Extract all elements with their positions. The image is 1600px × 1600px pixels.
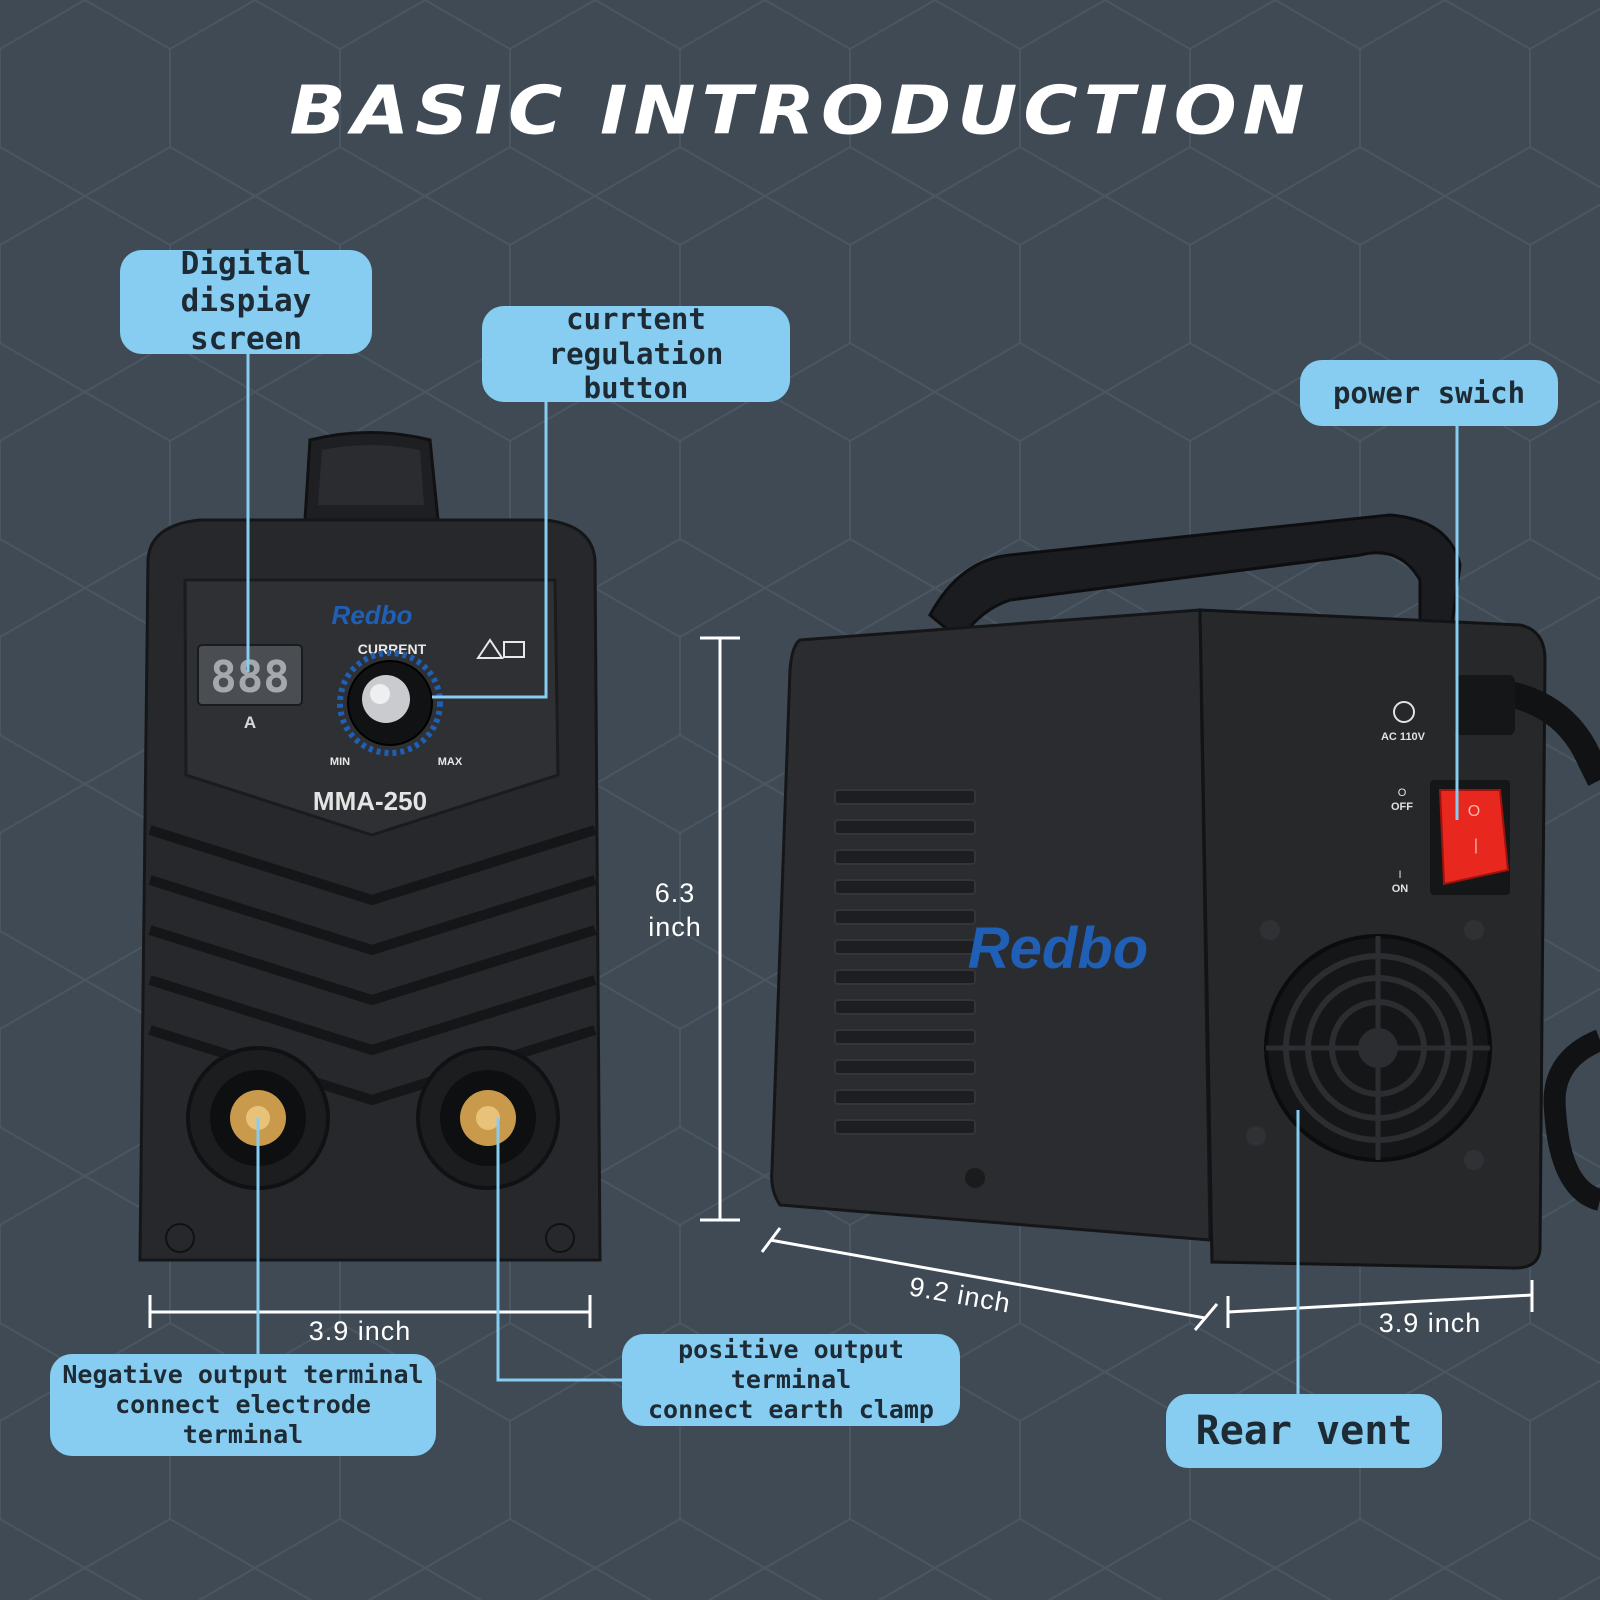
- digital-display-callout: Digital dispiay screen: [120, 246, 372, 357]
- dimension-lines: [148, 636, 1534, 1331]
- rear-vent-callout: Rear vent: [1166, 1394, 1442, 1468]
- max-label: MAX: [438, 756, 463, 768]
- positive-terminal-callout: positive output terminal connect earth c…: [622, 1334, 960, 1426]
- negative-terminal-callout: Negative output terminal connect electro…: [50, 1354, 436, 1456]
- display-digits: 888: [210, 652, 289, 703]
- on-symbol: I: [1398, 869, 1401, 881]
- power-switch-callout: power swich: [1300, 360, 1558, 426]
- callout-leaders: [246, 352, 1459, 1394]
- rear-vent-fan: [1246, 920, 1492, 1170]
- rear-vent-callout-line1: Rear vent: [1195, 1408, 1413, 1454]
- off-label: OFF: [1391, 801, 1413, 813]
- page-title: BASIC INTRODUCTION: [289, 72, 1311, 150]
- front-width-dimension-label: 3.9 inch: [308, 1316, 412, 1346]
- brand-logo-side: Redbo: [968, 916, 1148, 981]
- current-label: CURRENT: [358, 641, 427, 657]
- digital-display-screen: [197, 644, 303, 706]
- height-dimension-unit: inch: [648, 912, 702, 942]
- brand-logo-front: Redbo: [332, 600, 413, 630]
- current-regulation-callout-line2: button: [583, 371, 689, 406]
- positive-terminal-callout-line2: connect earth clamp: [648, 1395, 934, 1424]
- display-unit-label: A: [244, 713, 256, 732]
- positive-terminal-callout-line1: positive output terminal: [678, 1335, 904, 1394]
- negative-terminal-callout-line1: Negative output terminal: [62, 1360, 424, 1389]
- side-rear-view: Redbo AC 110V O OFF I ON O |: [770, 513, 1600, 1270]
- digital-display-callout-line2: screen: [190, 320, 302, 357]
- min-label: MIN: [330, 756, 350, 768]
- power-switch[interactable]: O |: [1438, 789, 1510, 886]
- digital-display-callout-line1: Digital dispiay: [180, 246, 312, 320]
- height-dimension-label: 6.3 inch: [630, 876, 720, 944]
- input-voltage-icon: [1393, 701, 1415, 723]
- svg-text:|: |: [1474, 837, 1478, 854]
- on-label: ON: [1392, 883, 1409, 895]
- height-dimension-value: 6.3: [654, 878, 696, 908]
- current-regulation-callout: currtent regulation button: [482, 302, 790, 405]
- front-view: 888 A Redbo CURRENT MIN MAX MMA-250: [138, 431, 602, 1262]
- voltage-label: AC 110V: [1381, 731, 1426, 743]
- current-regulation-callout-line1: currtent regulation: [548, 301, 724, 371]
- manual-icon: [503, 641, 525, 658]
- rear-width-dimension-label: 3.9 inch: [1378, 1308, 1482, 1338]
- off-symbol: O: [1398, 787, 1407, 799]
- power-switch-callout-line1: power swich: [1332, 375, 1526, 410]
- model-label: MMA-250: [313, 786, 427, 816]
- negative-terminal-callout-line2: connect electrode terminal: [115, 1390, 371, 1449]
- warning-icon: [476, 638, 504, 659]
- svg-text:O: O: [1468, 803, 1480, 820]
